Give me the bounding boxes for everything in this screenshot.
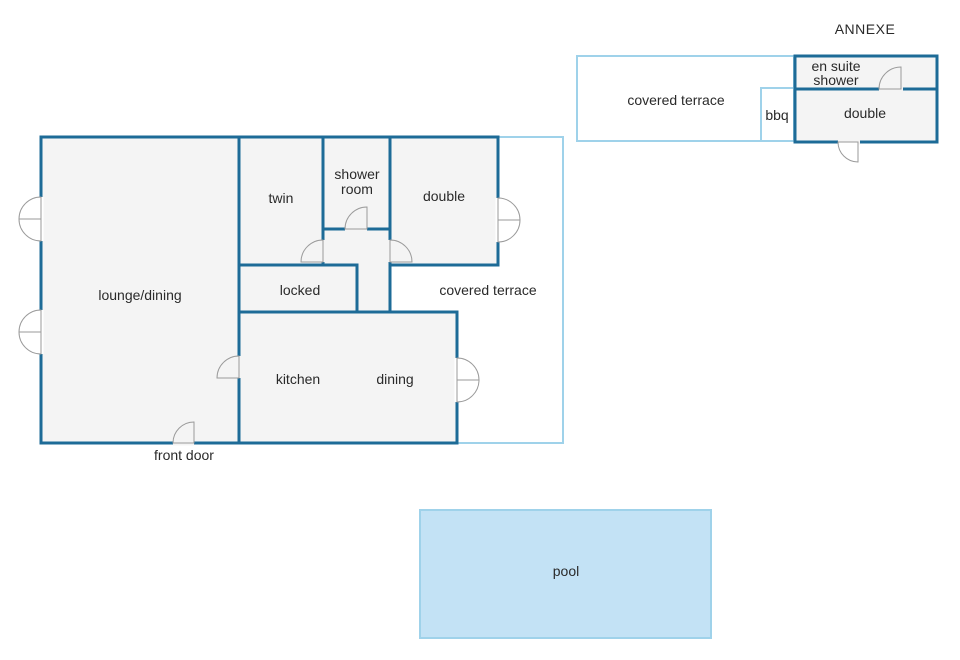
shower-room-door (344, 206, 368, 232)
kitchen-lounge-door (216, 355, 242, 379)
dining-terrace-door (454, 357, 480, 403)
shower-room-label-line2: room (341, 181, 373, 197)
shower-room-label-line1: shower (334, 166, 379, 182)
annexe-double-door (837, 139, 860, 163)
twin-door (300, 239, 326, 263)
pool-label: pool (553, 563, 579, 579)
annexe-double-label: double (844, 105, 886, 121)
twin-label: twin (269, 190, 294, 206)
covered-terrace-label: covered terrace (439, 282, 536, 298)
house-floor (41, 137, 498, 443)
annexe-shower-label: shower (813, 72, 858, 88)
locked-label: locked (280, 282, 320, 298)
annexe: ANNEXE covered terrace bbq en suite show… (576, 21, 939, 163)
annexe-title: ANNEXE (835, 21, 896, 37)
front-door (172, 421, 195, 446)
double-door (387, 239, 413, 263)
annexe-covered-terrace-label: covered terrace (627, 92, 724, 108)
double-label: double (423, 188, 465, 204)
annexe-wall (793, 54, 939, 144)
annexe-bbq-label: bbq (765, 107, 788, 123)
dining-label: dining (376, 371, 413, 387)
annexe-en-suite-room (795, 56, 937, 142)
pool-area (419, 509, 712, 639)
main-house: lounge/dining twin shower room double lo… (18, 135, 564, 463)
lounge-left-door-bottom (18, 309, 44, 355)
pool: pool (419, 509, 712, 639)
lounge-dining-label: lounge/dining (98, 287, 181, 303)
covered-terrace-outline (457, 136, 564, 444)
kitchen-label: kitchen (276, 371, 320, 387)
annexe-en-suite-door (878, 66, 903, 92)
annexe-en-suite-label: en suite (811, 58, 860, 74)
lounge-left-door-top (18, 196, 44, 242)
front-door-label: front door (154, 447, 214, 463)
double-terrace-door (495, 197, 521, 243)
